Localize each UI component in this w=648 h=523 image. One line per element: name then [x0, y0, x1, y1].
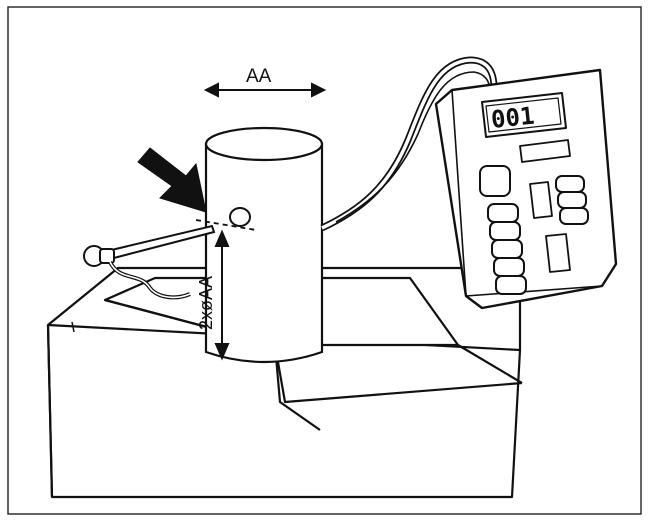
flue-pipe — [204, 126, 324, 364]
diameter-label: AA — [246, 66, 272, 87]
hole-center-line — [195, 219, 257, 231]
height-dimension-arrow — [214, 229, 230, 361]
thermometer-probe-icon — [83, 224, 216, 300]
arrow-icon — [137, 147, 207, 213]
meter-display-value: 001 — [490, 102, 536, 134]
height-label: 2xøAA — [196, 276, 216, 330]
diameter-dimension-arrow — [203, 82, 327, 98]
meter-cable — [320, 56, 498, 232]
digital-meter — [434, 68, 618, 310]
sampling-hole — [229, 207, 251, 227]
